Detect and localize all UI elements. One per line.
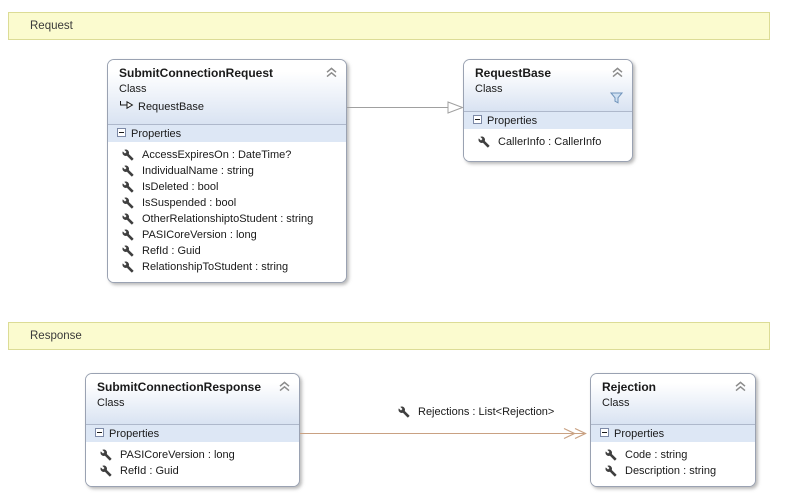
property-wrench-icon (122, 229, 134, 241)
class-kind-label: Class (602, 397, 630, 409)
class-kind-label: Class (475, 83, 503, 95)
property-label: RelationshipToStudent : string (142, 261, 289, 273)
property-row[interactable]: Description : string (591, 463, 755, 479)
class-box-request-base[interactable]: RequestBase Class Properties CallerInfo … (463, 59, 633, 162)
class-title: RequestBase (475, 66, 552, 80)
response-band[interactable]: Response (8, 322, 770, 350)
collapse-chevron-icon[interactable] (734, 381, 747, 395)
properties-list: Code : string Description : string (591, 442, 755, 486)
property-wrench-icon (122, 165, 134, 177)
properties-section-label: Properties (109, 427, 160, 440)
property-label: Description : string (625, 465, 717, 477)
property-wrench-icon (122, 261, 134, 273)
property-label: RefId : Guid (142, 245, 201, 257)
property-label: AccessExpiresOn : DateTime? (142, 149, 292, 161)
property-row[interactable]: CallerInfo : CallerInfo (464, 134, 632, 150)
property-label: RefId : Guid (120, 465, 179, 477)
property-wrench-icon (398, 406, 410, 418)
collapse-chevron-icon[interactable] (325, 67, 338, 81)
property-wrench-icon (478, 136, 490, 148)
response-band-label: Response (30, 330, 82, 342)
inheritance-connector-line[interactable] (347, 107, 448, 108)
inheritance-arrowhead-icon (447, 101, 464, 119)
properties-section-header[interactable]: Properties (591, 424, 755, 442)
property-row[interactable]: OtherRelationshiptoStudent : string (108, 211, 346, 227)
property-row[interactable]: PASICoreVersion : long (108, 227, 346, 243)
property-row[interactable]: Code : string (591, 447, 755, 463)
inherits-label: RequestBase (138, 100, 205, 113)
properties-section-label: Properties (614, 427, 665, 440)
inherits-arrow-icon (119, 100, 134, 114)
class-box-header[interactable]: RequestBase Class (464, 60, 632, 111)
property-label: IsSuspended : bool (142, 197, 237, 209)
class-title: SubmitConnectionResponse (97, 380, 262, 394)
property-row[interactable]: RefId : Guid (86, 463, 299, 479)
properties-list: PASICoreVersion : long RefId : Guid (86, 442, 299, 486)
properties-section-header[interactable]: Properties (464, 111, 632, 129)
property-label: PASICoreVersion : long (120, 449, 235, 461)
class-box-header[interactable]: SubmitConnectionRequest Class RequestBas… (108, 60, 346, 124)
property-wrench-icon (100, 449, 112, 461)
property-wrench-icon (100, 465, 112, 477)
association-label[interactable]: Rejections : List<Rejection> (398, 404, 554, 420)
class-title: Rejection (602, 380, 657, 394)
property-wrench-icon (605, 449, 617, 461)
collapse-minus-icon[interactable] (600, 427, 609, 440)
property-label: IsDeleted : bool (142, 181, 219, 193)
property-label: IndividualName : string (142, 165, 254, 177)
properties-section-header[interactable]: Properties (86, 424, 299, 442)
collapse-minus-icon[interactable] (473, 114, 482, 127)
properties-section-header[interactable]: Properties (108, 124, 346, 142)
property-row[interactable]: IndividualName : string (108, 163, 346, 179)
property-row[interactable]: IsSuspended : bool (108, 195, 346, 211)
class-box-submit-connection-request[interactable]: SubmitConnectionRequest Class RequestBas… (107, 59, 347, 283)
properties-section-label: Properties (487, 114, 538, 127)
property-label: CallerInfo : CallerInfo (498, 136, 602, 148)
class-box-submit-connection-response[interactable]: SubmitConnectionResponse Class Propertie… (85, 373, 300, 487)
property-wrench-icon (122, 181, 134, 193)
property-wrench-icon (122, 197, 134, 209)
collapse-minus-icon[interactable] (95, 427, 104, 440)
property-row[interactable]: IsDeleted : bool (108, 179, 346, 195)
property-row[interactable]: AccessExpiresOn : DateTime? (108, 147, 346, 163)
association-connector-line[interactable] (300, 433, 586, 434)
properties-section-label: Properties (131, 127, 182, 140)
class-kind-label: Class (97, 397, 125, 409)
property-wrench-icon (605, 465, 617, 477)
property-label: Code : string (625, 449, 688, 461)
request-band-label: Request (30, 20, 73, 32)
class-box-header[interactable]: SubmitConnectionResponse Class (86, 374, 299, 424)
association-label-text: Rejections : List<Rejection> (418, 406, 555, 418)
property-wrench-icon (122, 213, 134, 225)
property-row[interactable]: PASICoreVersion : long (86, 447, 299, 463)
property-label: OtherRelationshiptoStudent : string (142, 213, 314, 225)
collapse-minus-icon[interactable] (117, 127, 126, 140)
class-kind-label: Class (119, 83, 147, 95)
filter-icon[interactable] (609, 92, 624, 107)
collapse-chevron-icon[interactable] (278, 381, 291, 395)
association-arrowhead-icon (562, 427, 588, 445)
properties-list: CallerInfo : CallerInfo (464, 129, 632, 161)
class-box-rejection[interactable]: Rejection Class Properties Code : string… (590, 373, 756, 487)
property-wrench-icon (122, 149, 134, 161)
collapse-chevron-icon[interactable] (611, 67, 624, 81)
property-wrench-icon (122, 245, 134, 257)
class-title: SubmitConnectionRequest (119, 66, 274, 80)
class-box-header[interactable]: Rejection Class (591, 374, 755, 424)
request-band[interactable]: Request (8, 12, 770, 40)
property-row[interactable]: RelationshipToStudent : string (108, 259, 346, 275)
properties-list: AccessExpiresOn : DateTime? IndividualNa… (108, 142, 346, 282)
property-row[interactable]: RefId : Guid (108, 243, 346, 259)
property-label: PASICoreVersion : long (142, 229, 257, 241)
